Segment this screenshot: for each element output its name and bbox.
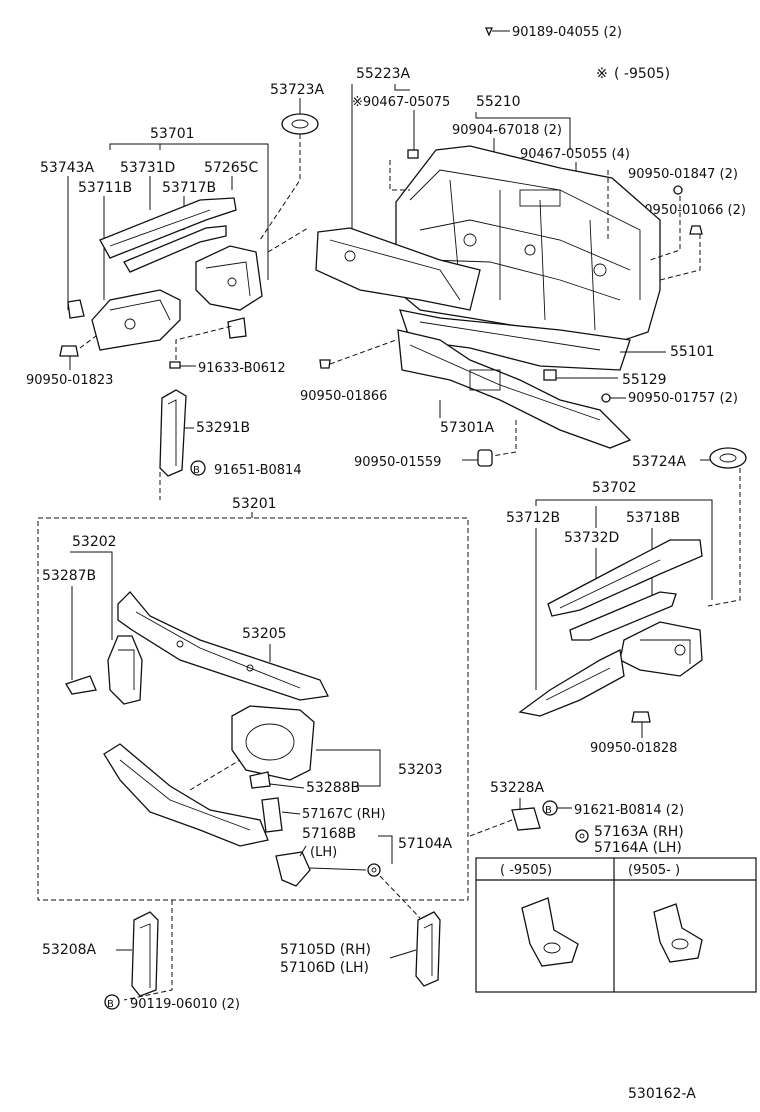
label-53723A: 53723A [270, 82, 325, 98]
label-53743A: 53743A [40, 160, 95, 176]
cross-member-57301A [397, 329, 632, 449]
plug-icon [59, 345, 79, 357]
lower-support-53205 [103, 743, 269, 847]
bolt-icon [169, 361, 181, 369]
hole-cover-icon [281, 113, 319, 135]
label-55210: 55210 [476, 94, 521, 110]
label-53208A: 53208A [42, 942, 97, 958]
svg-text:B: B [545, 805, 552, 816]
label-53291B: 53291B [196, 420, 250, 436]
bolt-b-icon: B [104, 994, 120, 1010]
assembly-box-53201 [37, 517, 469, 901]
label-53701: 53701 [150, 126, 195, 142]
label-90467-05075: ※90467-05075 [352, 95, 450, 110]
clip-icon [319, 359, 331, 369]
figure-code: 530162-A [628, 1086, 696, 1102]
label-90950-01066: 90950-01066 (2) [636, 203, 746, 218]
label-55129: 55129 [622, 372, 667, 388]
bolt-b-icon: B [542, 800, 558, 816]
bracket-53288B [249, 771, 271, 789]
label-57106D: 57106D (LH) [280, 960, 369, 976]
label-53288B: 53288B [306, 780, 360, 796]
label-90950-01828: 90950-01828 [590, 741, 677, 756]
clip-icon [601, 393, 611, 403]
label-53712B: 53712B [506, 510, 560, 526]
label-91651-B0814: 91651-B0814 [214, 463, 302, 478]
nut-icon [367, 863, 381, 877]
label-57301A: 57301A [440, 420, 495, 436]
label-53732D: 53732D [564, 530, 619, 546]
table-col-1: ( -9505) [500, 863, 552, 878]
variant-table [475, 857, 757, 993]
label-57164A: 57164A (LH) [594, 840, 682, 856]
note-range: ( -9505) [614, 66, 670, 82]
seal-53291B [159, 389, 187, 477]
plug-icon [631, 711, 651, 723]
upper-support-53205 [117, 591, 329, 701]
support-53208A [131, 911, 159, 997]
label-57163A: 57163A (RH) [594, 824, 684, 840]
label-90467-05055: 90467-05055 (4) [520, 147, 630, 162]
bracket-57167C [261, 797, 283, 833]
label-90904-67018: 90904-67018 (2) [452, 123, 562, 138]
label-90950-01823: 90950-01823 [26, 373, 113, 388]
label-57105D: 57105D (RH) [280, 942, 371, 958]
label-53287B: 53287B [42, 568, 96, 584]
label-91633-B0612: 91633-B0612 [198, 361, 286, 376]
label-57168B: 57168B [302, 826, 356, 842]
label-90950-01757: 90950-01757 (2) [628, 391, 738, 406]
brace-57105D [415, 911, 441, 987]
label-53717B: 53717B [162, 180, 216, 196]
headlamp-bracket-53203 [231, 705, 315, 781]
label-53731D: 53731D [120, 160, 175, 176]
bracket-53228A [511, 807, 541, 831]
label-57265C: 57265C [204, 160, 259, 176]
apron-lower-53711B [67, 289, 181, 351]
label-lh-1: (LH) [310, 845, 337, 860]
label-57167C: 57167C (RH) [302, 807, 386, 822]
label-53724A: 53724A [632, 454, 687, 470]
svg-text:B: B [107, 999, 114, 1010]
variant-a-part [521, 897, 579, 967]
plug-icon [477, 449, 493, 467]
label-55223A: 55223A [356, 66, 411, 82]
label-90950-01866: 90950-01866 [300, 389, 387, 404]
svg-text:B: B [193, 465, 200, 476]
clip-icon [543, 369, 557, 381]
label-53201: 53201 [232, 496, 277, 512]
variant-b-part [653, 903, 703, 963]
support-57265C [195, 245, 263, 339]
label-53228A: 53228A [490, 780, 545, 796]
table-col-2: (9505- ) [628, 863, 680, 878]
apron-lower-53712B [518, 621, 703, 717]
bracket-57168B [275, 851, 311, 887]
clip-icon [485, 27, 493, 37]
label-53203: 53203 [398, 762, 443, 778]
cowl-top-55223A [315, 227, 481, 311]
nut-icon [575, 829, 589, 843]
label-90950-01559: 90950-01559 [354, 455, 441, 470]
label-90119-06010: 90119-06010 (2) [130, 997, 240, 1012]
label-57104A: 57104A [398, 836, 453, 852]
apron-member-53731D [99, 197, 237, 273]
hole-cover-icon [709, 447, 747, 469]
label-53202: 53202 [72, 534, 117, 550]
note-symbol: ※ [596, 66, 608, 82]
label-53205: 53205 [242, 626, 287, 642]
label-55101: 55101 [670, 344, 715, 360]
label-90189-04055: 90189-04055 (2) [512, 25, 622, 40]
label-53711B: 53711B [78, 180, 132, 196]
label-91621-B0814: 91621-B0814 (2) [574, 803, 684, 818]
apron-member-53732D [547, 539, 703, 641]
label-90950-01847: 90950-01847 (2) [628, 167, 738, 182]
label-53702: 53702 [592, 480, 637, 496]
label-53718B: 53718B [626, 510, 680, 526]
bolt-b-icon: B [190, 460, 206, 476]
side-support-53202 [65, 635, 143, 705]
